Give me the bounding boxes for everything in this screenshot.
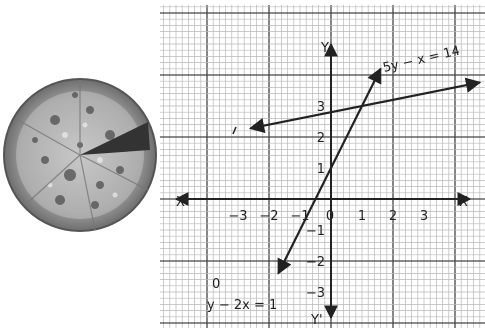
y-axis-negative-label: Y' xyxy=(310,313,323,328)
y-tick-label: −2 xyxy=(306,255,325,270)
pizza-image xyxy=(3,78,157,232)
equation-label-y-2x-1: y − 2x = 1 xyxy=(207,298,277,313)
y-tick-label: 1 xyxy=(317,162,325,177)
tick-mark xyxy=(232,126,237,135)
x-tick-label: 2 xyxy=(389,209,397,224)
x-axis-negative-label: X' xyxy=(176,195,188,210)
x-tick-label: −3 xyxy=(228,209,247,224)
y-tick-label: −3 xyxy=(306,286,325,301)
y-tick-label: 2 xyxy=(317,131,325,146)
plot-lines xyxy=(232,67,482,275)
x-tick-label: 3 xyxy=(420,209,428,224)
x-axis-label: X xyxy=(459,195,468,210)
origin-label: 0 xyxy=(326,209,334,224)
y-axis-label: Y xyxy=(320,41,329,56)
line-y-2x-1 xyxy=(277,67,382,275)
y-tick-label: −1 xyxy=(306,224,325,239)
x-tick-label: −2 xyxy=(259,209,278,224)
extra-zero-label: 0 xyxy=(212,277,220,292)
x-tick-label: 1 xyxy=(358,209,366,224)
